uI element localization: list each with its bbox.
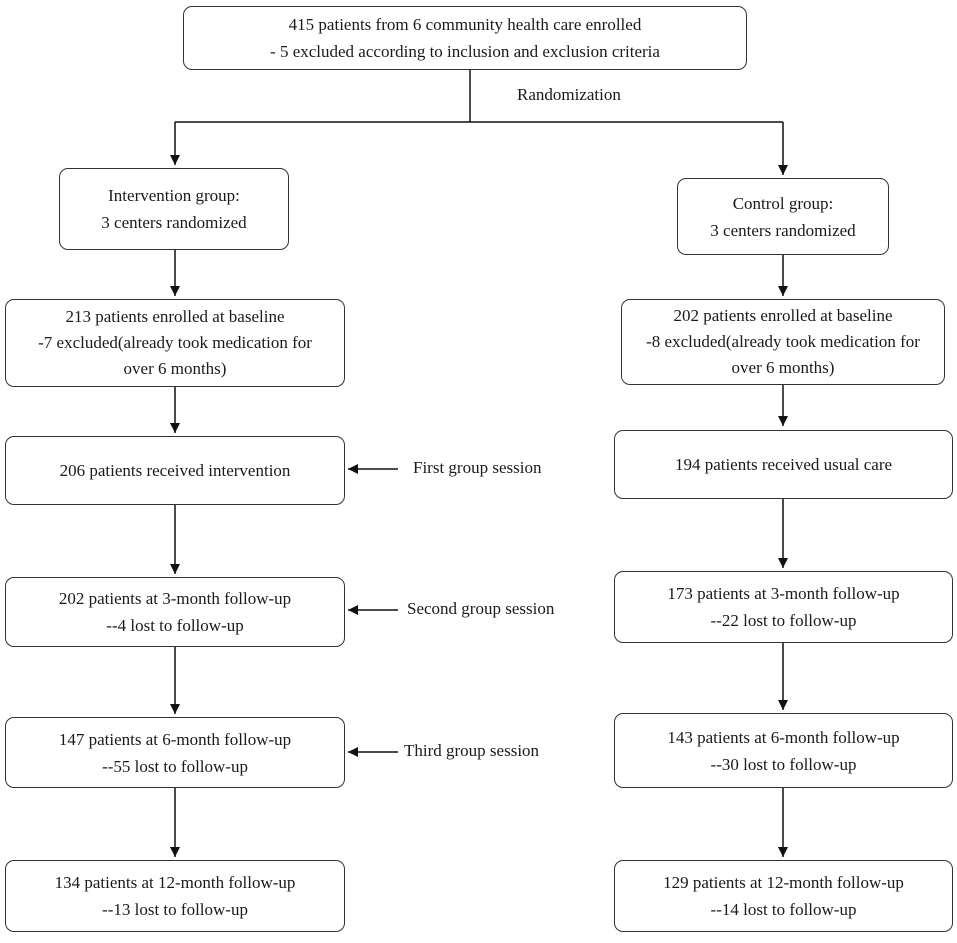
intervention-baseline-line-1: 213 patients enrolled at baseline [65, 307, 285, 326]
control-3-month-line-1: 173 patients at 3-month follow-up [667, 584, 900, 603]
intervention-12-month-box: 134 patients at 12-month follow-up --13 … [5, 860, 345, 932]
intervention-3-month-line-2: --4 lost to follow-up [106, 616, 244, 635]
intervention-group-line-2: 3 centers randomized [101, 213, 247, 232]
control-3-month-line-2: --22 lost to follow-up [710, 611, 857, 630]
control-received-box: 194 patients received usual care [614, 430, 953, 499]
control-baseline-box: 202 patients enrolled at baseline -8 exc… [621, 299, 945, 385]
control-group-box: Control group: 3 centers randomized [677, 178, 889, 255]
control-6-month-line-2: --30 lost to follow-up [710, 754, 857, 774]
enrollment-line-2: - 5 excluded according to inclusion and … [270, 42, 660, 61]
intervention-12-month-line-1: 134 patients at 12-month follow-up [54, 873, 296, 892]
control-received-line-1: 194 patients received usual care [674, 455, 893, 474]
intervention-3-month-box: 202 patients at 3-month follow-up --4 lo… [5, 577, 345, 647]
control-6-month-box: 143 patients at 6-month follow-up --30 l… [614, 713, 953, 788]
control-baseline-line-2: -8 excluded(already took medication for [646, 332, 920, 351]
control-12-month-line-2: --14 lost to follow-up [710, 900, 857, 919]
intervention-baseline-box: 213 patients enrolled at baseline -7 exc… [5, 299, 345, 387]
intervention-baseline-line-3: over 6 months) [123, 359, 227, 378]
control-group-line-1: Control group: [732, 193, 834, 213]
second-session-label: Second group session [407, 599, 555, 618]
third-session-label: Third group session [404, 741, 540, 760]
control-12-month-box: 129 patients at 12-month follow-up --14 … [614, 860, 953, 932]
first-session-label: First group session [413, 458, 542, 477]
control-12-month-line-1: 129 patients at 12-month follow-up [663, 873, 904, 892]
control-group-line-2: 3 centers randomized [710, 220, 856, 240]
intervention-received-box: 206 patients received intervention [5, 436, 345, 505]
control-6-month-line-1: 143 patients at 6-month follow-up [667, 727, 900, 747]
randomization-label: Randomization [517, 85, 621, 104]
intervention-3-month-line-1: 202 patients at 3-month follow-up [58, 589, 292, 608]
intervention-6-month-line-2: --55 lost to follow-up [102, 756, 248, 776]
intervention-6-month-box: 147 patients at 6-month follow-up --55 l… [5, 717, 345, 788]
intervention-group-line-1: Intervention group: [108, 186, 240, 205]
intervention-group-box: Intervention group: 3 centers randomized [59, 168, 289, 250]
control-baseline-line-3: over 6 months) [731, 358, 835, 377]
control-baseline-line-1: 202 patients enrolled at baseline [673, 306, 893, 325]
intervention-received-line-1: 206 patients received intervention [59, 461, 291, 480]
control-3-month-box: 173 patients at 3-month follow-up --22 l… [614, 571, 953, 643]
intervention-12-month-line-2: --13 lost to follow-up [102, 900, 248, 919]
enrollment-box: 415 patients from 6 community health car… [183, 6, 747, 70]
intervention-baseline-line-2: -7 excluded(already took medication for [38, 333, 312, 352]
intervention-6-month-line-1: 147 patients at 6-month follow-up [58, 729, 292, 749]
enrollment-line-1: 415 patients from 6 community health car… [288, 15, 642, 34]
